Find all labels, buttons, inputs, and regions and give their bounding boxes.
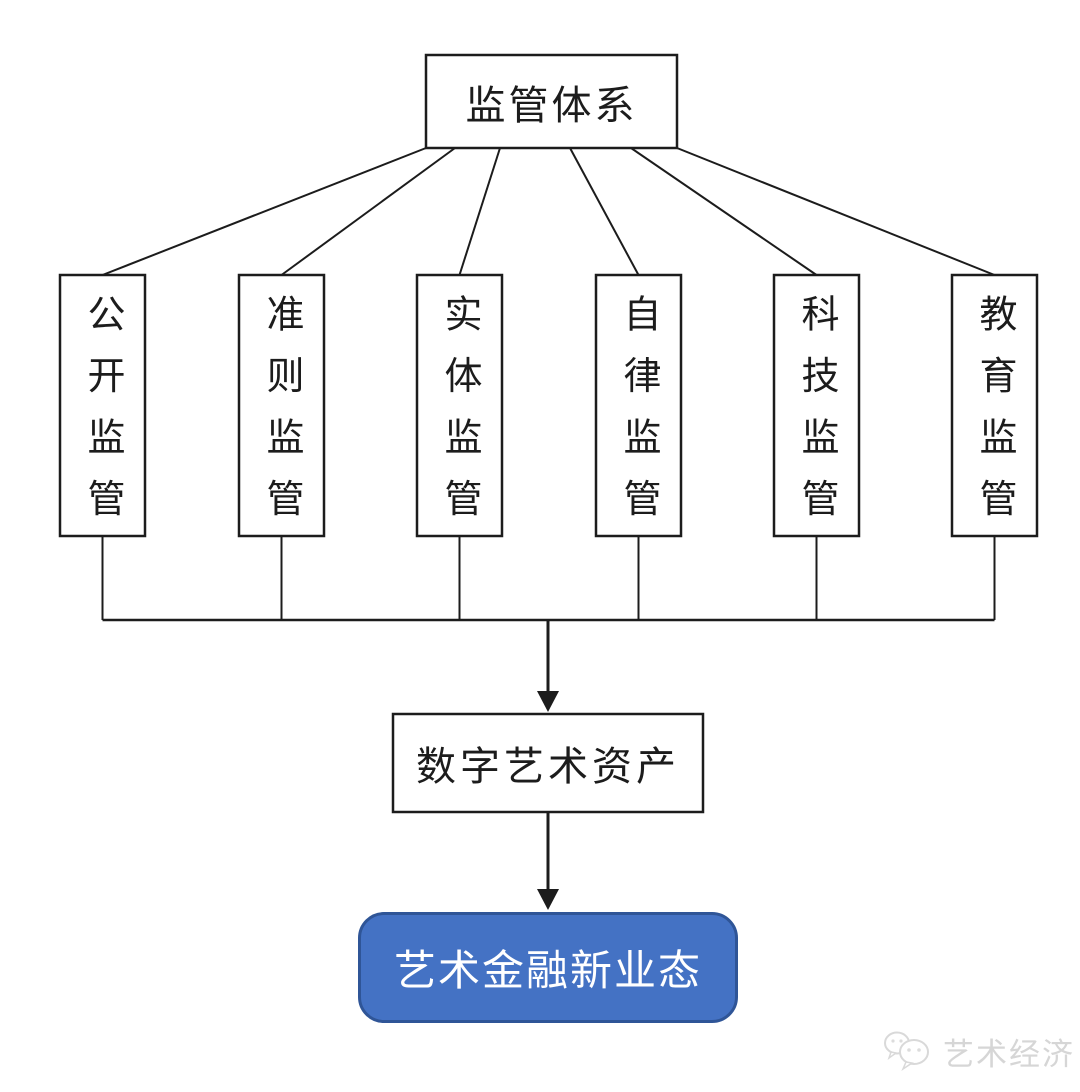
branch-box-1 [58, 273, 147, 538]
arrow-1-head [537, 691, 559, 712]
root-node-label: 监管体系 [465, 82, 638, 128]
result-node: 艺术金融新业态 [358, 912, 738, 1023]
branch-label-6: 教育监管 [952, 275, 1037, 540]
result-node-label: 艺术金融新业态 [393, 949, 702, 995]
arrow-2-head [537, 889, 559, 910]
branch-label-6-text: 教育监管 [973, 294, 1015, 541]
branch-label-1: 公开监管 [60, 275, 145, 540]
branch-label-5-text: 科技监管 [795, 294, 837, 541]
fan-line-5 [630, 147, 818, 276]
branch-box-6 [950, 273, 1039, 538]
branch-label-3: 实体监管 [417, 275, 502, 540]
fan-line-1 [102, 147, 427, 276]
branch-box-5 [772, 273, 861, 538]
wechat-icon [884, 1031, 929, 1072]
branch-label-4-text: 自律监管 [617, 294, 659, 541]
watermark: 艺术经济 [882, 1028, 1075, 1074]
branch-label-3-text: 实体监管 [438, 294, 480, 541]
middle-node-label: 数字艺术资产 [416, 744, 680, 789]
branch-label-4: 自律监管 [596, 275, 681, 540]
fan-line-6 [676, 147, 995, 276]
middle-node-box [391, 712, 705, 814]
fan-line-2 [280, 147, 456, 276]
fan-line-3 [458, 147, 501, 276]
branch-box-4 [594, 273, 683, 538]
branch-label-1-text: 公开监管 [81, 294, 123, 541]
branch-box-3 [415, 273, 504, 538]
branch-label-5: 科技监管 [774, 275, 859, 540]
root-node-box [424, 53, 679, 150]
watermark-label: 艺术经济 [943, 1036, 1075, 1072]
branch-box-2 [237, 273, 326, 538]
branch-label-2-text: 准则监管 [260, 294, 302, 541]
branch-label-2: 准则监管 [239, 275, 324, 540]
fan-line-4 [569, 147, 640, 276]
